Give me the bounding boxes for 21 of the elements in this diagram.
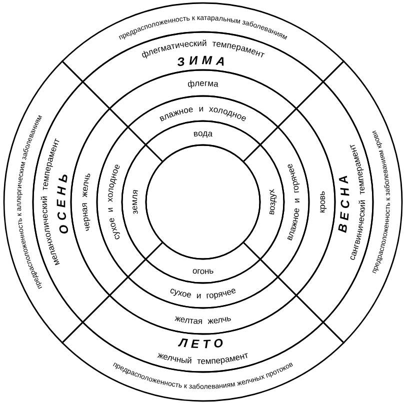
center-circle [145,144,261,260]
temperament-label: желчный темперамент [156,350,250,366]
ring-segment [70,108,129,296]
ring-segment [127,258,279,308]
ring-segment [96,126,146,278]
quality-label: влажное и холодное [158,103,248,124]
element-label: вода [192,128,214,139]
ring-segment [242,144,285,260]
quality-label: сухое и горячее [168,284,238,300]
ring-segment [127,96,279,146]
ring-segment [4,60,84,344]
ring-segment [277,108,336,296]
ring-segment [121,144,164,260]
ring-segment [145,242,261,284]
ring-segment [260,126,310,278]
element-label: огонь [192,265,214,276]
ring-segment [145,120,261,162]
humor-label: флегма [187,78,219,89]
humor-label: желтая желчь [174,312,232,326]
season-label: ЛЕТО [178,335,228,352]
ring-segment [108,276,298,334]
